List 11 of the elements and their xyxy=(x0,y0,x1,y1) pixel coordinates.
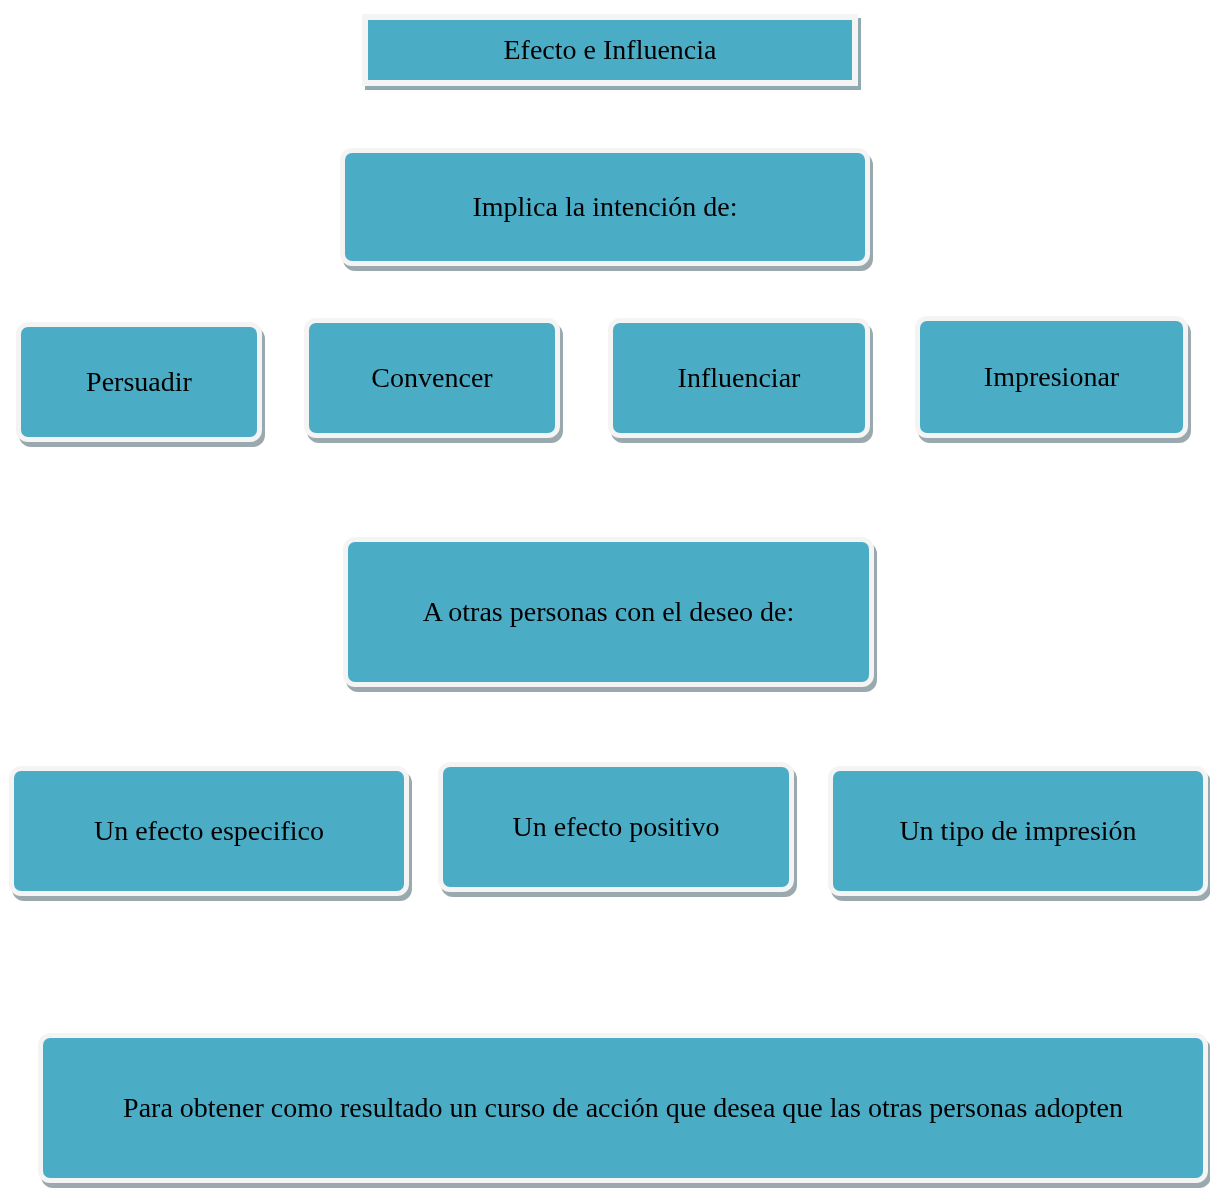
box-text: A otras personas con el deseo de: xyxy=(422,594,795,629)
box-text: Para obtener como resultado un curso de acción que desea que las otras personas adopten xyxy=(123,1090,1123,1125)
box-text: Implica la intención de: xyxy=(472,189,738,224)
box-text: Convencer xyxy=(371,360,493,395)
box-text: Un efecto especifico xyxy=(93,813,325,848)
box-text: Un tipo de impresión xyxy=(899,813,1137,848)
box-text: Efecto e Influencia xyxy=(503,33,717,67)
box-text: Influenciar xyxy=(677,360,801,395)
box-text: Persuadir xyxy=(86,364,192,399)
box-text: Impresionar xyxy=(983,359,1120,394)
box-text: Un efecto positivo xyxy=(512,809,720,844)
